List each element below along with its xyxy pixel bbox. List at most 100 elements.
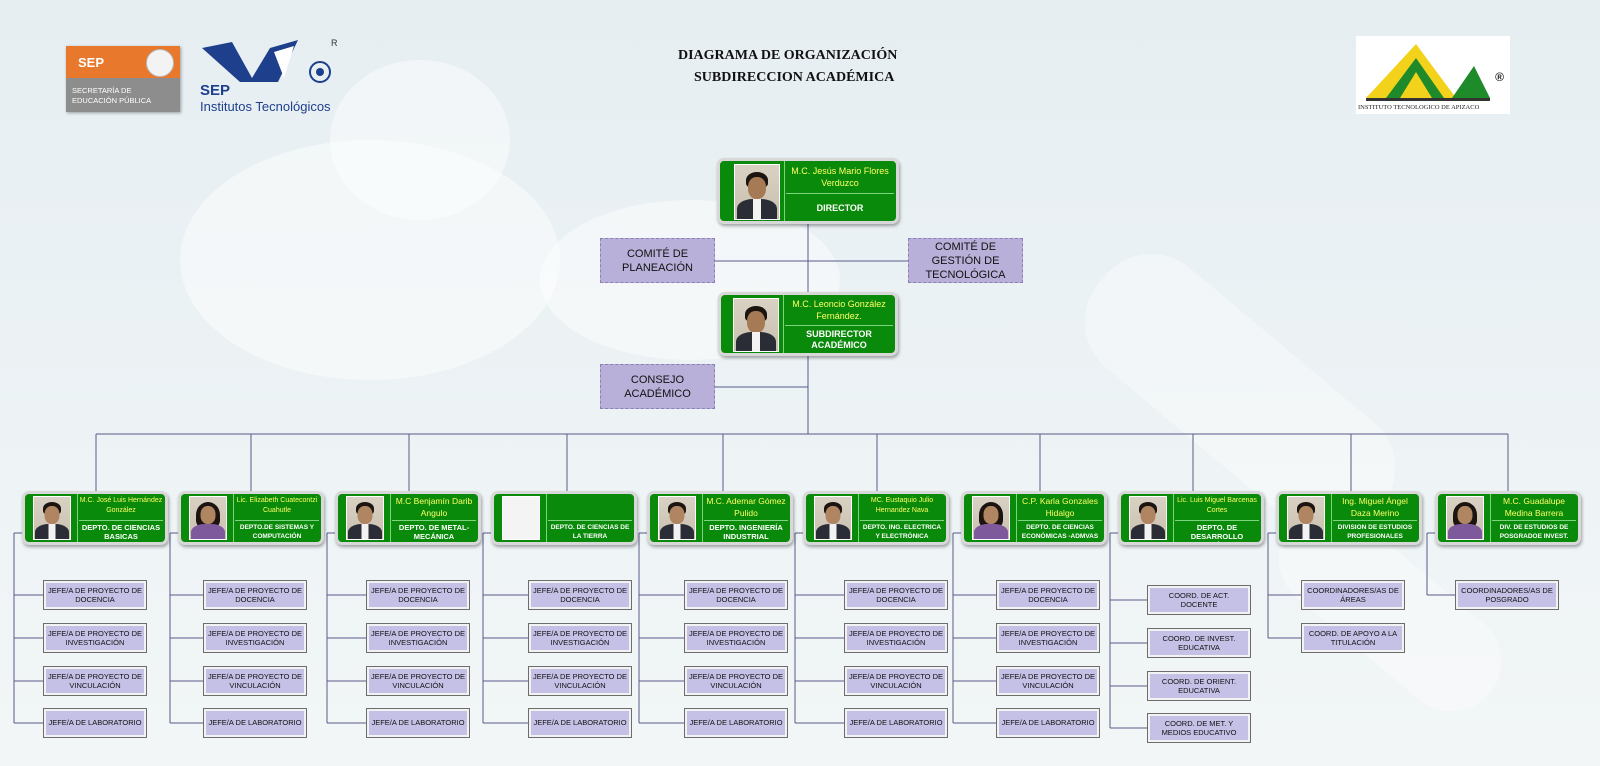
subdirector-photo: [733, 298, 779, 352]
department-head-photo: [33, 496, 71, 540]
department-role: DEPTO. INGENIERÍA INDUSTRIAL: [704, 520, 788, 542]
department-role: DEPTO. DE METAL-MECÁNICA: [392, 520, 476, 542]
subunit-box[interactable]: JEFE/A DE PROYECTO DE DOCENCIA: [528, 580, 632, 610]
comite-planeacion-box[interactable]: COMITÉ DE PLANEACIÓN: [600, 238, 715, 283]
subunit-box[interactable]: JEFE/A DE PROYECTO DE DOCENCIA: [203, 580, 307, 610]
registered-mark: R: [331, 38, 338, 48]
subunit-box[interactable]: JEFE/A DE LABORATORIO: [43, 708, 147, 738]
it-emblem-icon: [202, 40, 331, 83]
mexico-seal-icon: [146, 49, 174, 77]
department-role: DIVISION DE ESTUDIOS PROFESIONALES: [1333, 520, 1417, 542]
registered-mark: ®: [1495, 70, 1504, 84]
subunit-box[interactable]: JEFE/A DE PROYECTO DE VINCULACIÓN: [996, 666, 1100, 696]
diagram-subtitle: SUBDIRECCION ACADÉMICA: [694, 70, 895, 85]
subunit-box[interactable]: JEFE/A DE PROYECTO DE DOCENCIA: [844, 580, 948, 610]
department-head-name: Lic. Luis Miguel Barcenas Cortes: [1177, 497, 1257, 514]
subunit-box[interactable]: COORDINADORES/AS DE POSGRADO: [1455, 580, 1559, 610]
department-role: DEPTO. DE CIENCIAS DE LA TIERRA: [548, 520, 632, 542]
department-role: DEPTO. DE CIENCIAS ECONÓMICAS -ADMVAS: [1018, 520, 1102, 542]
subunit-box[interactable]: JEFE/A DE LABORATORIO: [203, 708, 307, 738]
subunit-box[interactable]: JEFE/A DE PROYECTO DE VINCULACIÓN: [844, 666, 948, 696]
department-role: DEPTO. DE DESARROLLO ACADÉMICO: [1175, 520, 1259, 542]
department-role: DEPTO. ING. ELECTRICA Y ELECTRÓNICA: [860, 520, 944, 542]
sep-logo-text: SEP: [78, 54, 105, 70]
subunit-box[interactable]: JEFE/A DE LABORATORIO: [528, 708, 632, 738]
subunit-box[interactable]: JEFE/A DE PROYECTO DE INVESTIGACIÓN: [43, 623, 147, 653]
sep-it-logo-sep: SEP: [200, 82, 231, 99]
director-card[interactable]: M.C. Jesús Mario Flores Verduzco DIRECTO…: [717, 158, 899, 224]
department-head-photo: [1129, 496, 1167, 540]
diagram-title: DIAGRAMA DE ORGANIZACIÓN: [678, 48, 898, 63]
director-photo: [734, 164, 780, 220]
department-head-name: M.C. Ademar Gómez Pulido: [706, 496, 786, 518]
consejo-academico-box[interactable]: CONSEJO ACADÉMICO: [600, 364, 715, 409]
subunit-box[interactable]: JEFE/A DE PROYECTO DE INVESTIGACIÓN: [528, 623, 632, 653]
department-head-name: Lic. Elizabeth Cuatecontzi Cuahutle: [236, 497, 318, 514]
ita-logo: ® INSTITUTO TECNOLOGICO DE APIZACO: [1356, 36, 1510, 114]
department-role: DEPTO.DE SISTEMAS Y COMPUTACIÓN: [235, 520, 319, 542]
subunit-box[interactable]: JEFE/A DE PROYECTO DE VINCULACIÓN: [366, 666, 470, 696]
subunit-box[interactable]: JEFE/A DE LABORATORIO: [366, 708, 470, 738]
sep-logo-line3: EDUCACIÓN PÚBLICA: [72, 96, 152, 105]
subunit-box[interactable]: COORD. DE ACT. DOCENTE: [1147, 585, 1251, 615]
subunit-box[interactable]: JEFE/A DE PROYECTO DE INVESTIGACIÓN: [366, 623, 470, 653]
background-cloud: [330, 60, 510, 220]
ita-logo-caption: INSTITUTO TECNOLOGICO DE APIZACO: [1358, 104, 1480, 111]
subunit-box[interactable]: JEFE/A DE PROYECTO DE INVESTIGACIÓN: [844, 623, 948, 653]
department-head-name: M.C Benjamín Darib Angulo: [395, 496, 473, 518]
comite-gestion-box[interactable]: COMITÉ DE GESTIÓN DE TECNOLÓGICA: [908, 238, 1023, 283]
ita-emblem-icon: [1366, 44, 1490, 101]
subunit-box[interactable]: JEFE/A DE PROYECTO DE DOCENCIA: [366, 580, 470, 610]
subunit-box[interactable]: JEFE/A DE PROYECTO DE VINCULACIÓN: [43, 666, 147, 696]
subunit-box[interactable]: JEFE/A DE PROYECTO DE INVESTIGACIÓN: [996, 623, 1100, 653]
subunit-box[interactable]: JEFE/A DE PROYECTO DE VINCULACIÓN: [203, 666, 307, 696]
subunit-box[interactable]: JEFE/A DE PROYECTO DE DOCENCIA: [43, 580, 147, 610]
department-head-name: M.C. Guadalupe Medina Barrera: [1503, 496, 1565, 518]
department-role: DEPTO. DE CIENCIAS BASICAS: [79, 520, 163, 542]
director-role: DIRECTOR: [786, 193, 894, 221]
subdirector-role: SUBDIRECTOR ACADÉMICO: [785, 325, 893, 353]
subunit-box[interactable]: JEFE/A DE PROYECTO DE VINCULACIÓN: [684, 666, 788, 696]
subunit-box[interactable]: JEFE/A DE PROYECTO DE DOCENCIA: [996, 580, 1100, 610]
department-head-photo: [346, 496, 384, 540]
subunit-box[interactable]: JEFE/A DE LABORATORIO: [996, 708, 1100, 738]
sep-institutos-tecnologicos-logo: R SEP Institutos Tecnológicos: [200, 38, 348, 124]
department-head-photo: [502, 496, 540, 540]
subunit-box[interactable]: COORD. DE ORIENT. EDUCATIVA: [1147, 671, 1251, 701]
subunit-box[interactable]: JEFE/A DE LABORATORIO: [684, 708, 788, 738]
subdirector-name: M.C. Leoncio González Fernández.: [792, 299, 886, 321]
subunit-box[interactable]: JEFE/A DE LABORATORIO: [844, 708, 948, 738]
subunit-box[interactable]: COORD. DE APOYO A LA TITULACIÓN: [1301, 623, 1405, 653]
subunit-box[interactable]: JEFE/A DE PROYECTO DE DOCENCIA: [684, 580, 788, 610]
subunit-box[interactable]: JEFE/A DE PROYECTO DE VINCULACIÓN: [528, 666, 632, 696]
department-head-name: [548, 496, 632, 520]
subunit-box[interactable]: JEFE/A DE PROYECTO DE INVESTIGACIÓN: [203, 623, 307, 653]
subunit-box[interactable]: JEFE/A DE PROYECTO DE INVESTIGACIÓN: [684, 623, 788, 653]
subunit-box[interactable]: COORDINADORES/AS DE ÁREAS: [1301, 580, 1405, 610]
department-head-photo: [972, 496, 1010, 540]
department-head-name: Ing. Miguel Ángel Daza Merino: [1342, 496, 1408, 518]
department-head-photo: [189, 496, 227, 540]
department-head-photo: [814, 496, 852, 540]
director-name: M.C. Jesús Mario Flores Verduzco: [791, 166, 889, 188]
department-card[interactable]: DEPTO. DE CIENCIAS DE LA TIERRA: [491, 491, 637, 545]
sep-logo-line2: SECRETARÍA DE: [72, 86, 132, 95]
department-head-photo: [658, 496, 696, 540]
subdirector-card[interactable]: M.C. Leoncio González Fernández. SUBDIRE…: [718, 292, 898, 356]
subunit-box[interactable]: COORD. DE INVEST. EDUCATIVA: [1147, 628, 1251, 658]
subunit-box[interactable]: COORD. DE MET. Y MEDIOS EDUCATIVO: [1147, 713, 1251, 743]
sep-it-logo-text: Institutos Tecnológicos: [200, 99, 331, 114]
department-head-photo: [1287, 496, 1325, 540]
background-cloud: [180, 140, 560, 380]
